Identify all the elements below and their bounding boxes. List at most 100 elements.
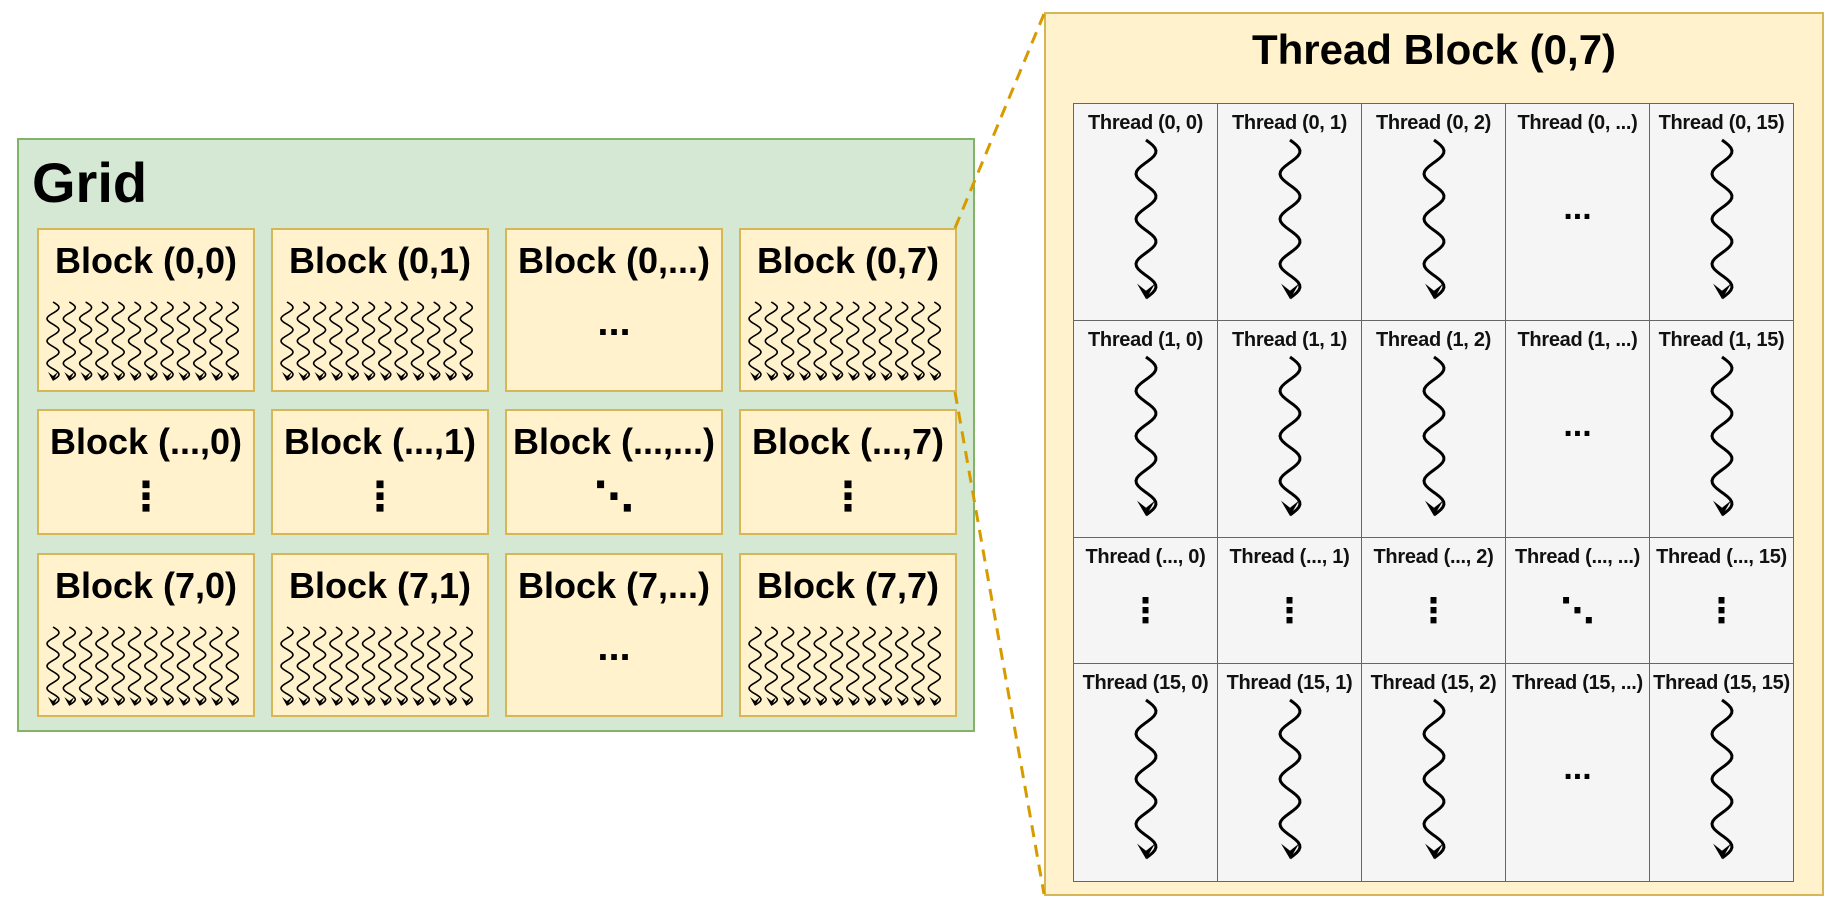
thread-label: Thread (..., 0) xyxy=(1085,546,1206,568)
thread-arrow-icon xyxy=(1134,138,1158,300)
thread-cell: Thread (0, 15) xyxy=(1649,103,1794,321)
thread-label: Thread (15, 2) xyxy=(1370,672,1497,694)
ellipsis-icon: ... xyxy=(597,625,631,669)
block-label: Block (0,...) xyxy=(517,240,711,281)
grid-block: Block (...,7) ⋮ xyxy=(739,409,957,535)
thread-arrow-icon xyxy=(1134,698,1158,860)
thread-cell: Thread (15, ...)... xyxy=(1505,663,1650,882)
thread-cell: Thread (0, 0) xyxy=(1073,103,1218,321)
vertical-ellipsis-icon: ⋮ xyxy=(126,475,166,519)
grid-block: Block (7,0) xyxy=(37,553,255,717)
thread-arrow-icon xyxy=(1422,698,1446,860)
thread-cell: Thread (15, 0) xyxy=(1073,663,1218,882)
thread-arrow-icon xyxy=(1710,698,1734,860)
thread-cell: Thread (1, 2) xyxy=(1361,320,1506,538)
grid-block: Block (0,7) xyxy=(739,228,957,392)
thread-cell: Thread (0, 2) xyxy=(1361,103,1506,321)
thread-label: Thread (15, 15) xyxy=(1653,672,1790,694)
thread-label: Thread (15, 0) xyxy=(1082,672,1209,694)
thread-label: Thread (0, 2) xyxy=(1375,112,1492,134)
grid-block: Block (0,...)... xyxy=(505,228,723,392)
vertical-ellipsis-icon: ⋮ xyxy=(1272,592,1307,630)
thread-label: Thread (1, 15) xyxy=(1658,329,1785,351)
thread-label: Thread (0, 0) xyxy=(1087,112,1204,134)
thread-arrows-icon xyxy=(748,626,942,706)
block-label: Block (...,...) xyxy=(512,421,716,462)
grid-container: Grid Block (0,0) Block (0,1) Block (0,...)… xyxy=(17,138,975,732)
thread-arrow-icon xyxy=(1278,698,1302,860)
thread-block-container: Thread Block (0,7) Thread (0, 0) Thread (… xyxy=(1044,12,1824,896)
thread-arrows-icon xyxy=(280,626,474,706)
vertical-ellipsis-icon: ⋮ xyxy=(1704,592,1739,630)
thread-arrows-icon xyxy=(280,301,474,381)
thread-cell: Thread (1, 1) xyxy=(1217,320,1362,538)
thread-label: Thread (1, 1) xyxy=(1231,329,1348,351)
block-label: Block (0,0) xyxy=(54,240,238,281)
block-label: Block (7,7) xyxy=(756,565,940,606)
grid-block: Block (7,1) xyxy=(271,553,489,717)
ellipsis-icon: ... xyxy=(1563,189,1592,227)
diagonal-ellipsis-icon: ⋱ xyxy=(1560,592,1595,630)
block-label: Block (7,1) xyxy=(288,565,472,606)
grid-block: Block (...,0) ⋮ xyxy=(37,409,255,535)
thread-label: Thread (..., 15) xyxy=(1656,546,1787,568)
thread-label: Thread (1, ...) xyxy=(1517,329,1638,351)
vertical-ellipsis-icon: ⋮ xyxy=(1416,592,1451,630)
grid-title: Grid xyxy=(32,151,148,214)
thread-label: Thread (15, 1) xyxy=(1226,672,1353,694)
thread-arrow-icon xyxy=(1278,138,1302,300)
thread-arrows-icon xyxy=(46,626,240,706)
thread-arrow-icon xyxy=(1710,138,1734,300)
thread-cell: Thread (15, 2) xyxy=(1361,663,1506,882)
thread-block-title: Thread Block (0,7) xyxy=(1251,26,1617,73)
thread-cell: Thread (15, 15) xyxy=(1649,663,1794,882)
grid-block: Block (0,1) xyxy=(271,228,489,392)
thread-label: Thread (1, 0) xyxy=(1087,329,1204,351)
thread-cell: Thread (..., ...) ⋱ xyxy=(1505,537,1650,664)
thread-label: Thread (0, 15) xyxy=(1658,112,1785,134)
block-label: Block (0,7) xyxy=(756,240,940,281)
thread-cell: Thread (1, ...)... xyxy=(1505,320,1650,538)
thread-cell: Thread (..., 2) ⋮ xyxy=(1361,537,1506,664)
thread-label: Thread (0, 1) xyxy=(1231,112,1348,134)
grid-block: Block (0,0) xyxy=(37,228,255,392)
grid-block: Block (...,1) ⋮ xyxy=(271,409,489,535)
grid-block: Block (7,7) xyxy=(739,553,957,717)
grid-block: Block (7,...)... xyxy=(505,553,723,717)
grid-block: Block (...,...) ⋱ xyxy=(505,409,723,535)
thread-arrow-icon xyxy=(1422,138,1446,300)
vertical-ellipsis-icon: ⋮ xyxy=(1128,592,1163,630)
thread-label: Thread (1, 2) xyxy=(1375,329,1492,351)
thread-arrows-icon xyxy=(46,301,240,381)
ellipsis-icon: ... xyxy=(1563,406,1592,444)
thread-label: Thread (..., 1) xyxy=(1229,546,1350,568)
block-label: Block (7,...) xyxy=(517,565,711,606)
thread-arrows-icon xyxy=(748,301,942,381)
thread-cell: Thread (1, 15) xyxy=(1649,320,1794,538)
block-label: Block (...,7) xyxy=(751,421,945,462)
thread-cell: Thread (1, 0) xyxy=(1073,320,1218,538)
ellipsis-icon: ... xyxy=(597,300,631,344)
thread-cell: Thread (..., 15) ⋮ xyxy=(1649,537,1794,664)
block-label: Block (...,0) xyxy=(49,421,243,462)
thread-cell: Thread (0, ...)... xyxy=(1505,103,1650,321)
diagonal-ellipsis-icon: ⋱ xyxy=(594,475,634,519)
block-label: Block (7,0) xyxy=(54,565,238,606)
ellipsis-icon: ... xyxy=(1563,749,1592,787)
thread-cell: Thread (..., 0) ⋮ xyxy=(1073,537,1218,664)
thread-cell: Thread (0, 1) xyxy=(1217,103,1362,321)
thread-label: Thread (..., ...) xyxy=(1515,546,1640,568)
block-label: Block (...,1) xyxy=(283,421,477,462)
thread-arrow-icon xyxy=(1422,355,1446,517)
vertical-ellipsis-icon: ⋮ xyxy=(828,475,868,519)
block-label: Block (0,1) xyxy=(288,240,472,281)
thread-label: Thread (..., 2) xyxy=(1373,546,1494,568)
thread-cell: Thread (15, 1) xyxy=(1217,663,1362,882)
thread-label: Thread (0, ...) xyxy=(1517,112,1638,134)
thread-label: Thread (15, ...) xyxy=(1512,672,1643,694)
vertical-ellipsis-icon: ⋮ xyxy=(360,475,400,519)
thread-arrow-icon xyxy=(1710,355,1734,517)
thread-cell: Thread (..., 1) ⋮ xyxy=(1217,537,1362,664)
thread-arrow-icon xyxy=(1278,355,1302,517)
